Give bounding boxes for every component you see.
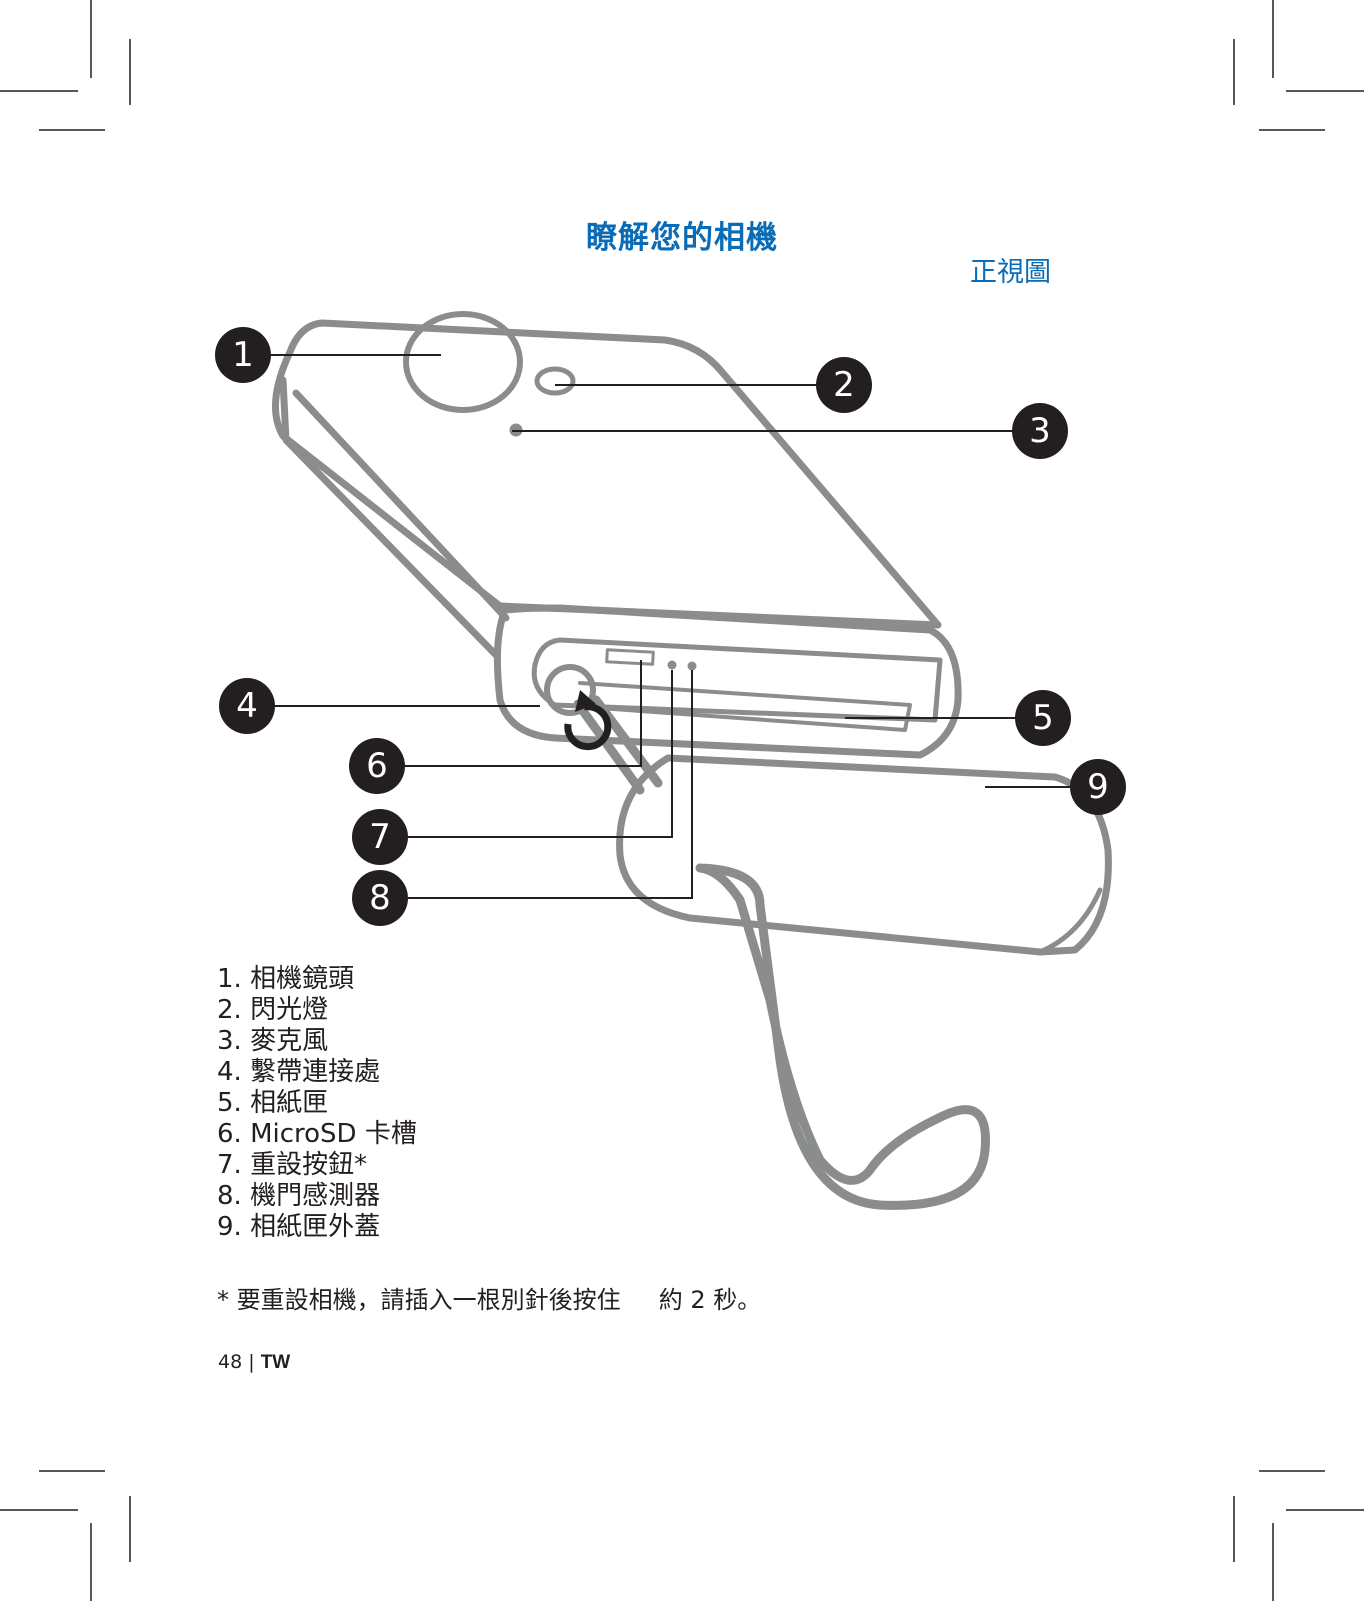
door-sensor-hole: [687, 661, 697, 671]
svg-text:7: 7: [369, 817, 391, 857]
callout-9: 9: [1070, 759, 1126, 815]
microsd-slot: [605, 648, 655, 666]
legend-item: 7. 重設按鈕*: [217, 1150, 368, 1180]
flash-ring: [534, 366, 576, 396]
reset-note: * 要重設相機，請插入一根別針後按住 約 2 秒。: [217, 1286, 762, 1314]
language-code: TW: [260, 1352, 291, 1373]
legend-item: 5. 相紙匣: [217, 1088, 329, 1118]
page-footer: 48 | TW: [218, 1351, 290, 1374]
camera-bottom-face: [493, 604, 962, 759]
lens-ring: [403, 311, 523, 413]
callout-1: 1: [215, 327, 271, 383]
reset-hole: [667, 660, 677, 670]
leader-8: [408, 670, 693, 899]
page-subtitle: 正視圖: [970, 257, 1051, 288]
svg-text:5: 5: [1032, 698, 1054, 738]
legend-item: 9. 相紙匣外蓋: [217, 1212, 381, 1242]
svg-text:1: 1: [232, 335, 254, 375]
callout-6: 6: [349, 738, 405, 794]
footer-separator: |: [248, 1351, 255, 1373]
strap-rotate-arrow-icon: [564, 690, 612, 751]
page-title: 瞭解您的相機: [586, 220, 778, 256]
camera-side-inner: [292, 389, 510, 622]
leader-7: [408, 670, 673, 838]
strap-loop: [695, 863, 990, 1210]
legend-item: 3. 麥克風: [217, 1026, 329, 1056]
legend-item: 8. 機門感測器: [217, 1181, 381, 1211]
svg-text:3: 3: [1029, 411, 1051, 451]
callout-2: 2: [816, 357, 872, 413]
svg-text:4: 4: [236, 686, 258, 726]
legend-item: 4. 繫帶連接處: [217, 1057, 381, 1087]
camera-body-outline: [271, 319, 942, 629]
svg-text:9: 9: [1087, 767, 1109, 807]
callout-3: 3: [1012, 403, 1068, 459]
callout-7: 7: [352, 809, 408, 865]
page-number: 48: [218, 1351, 243, 1373]
parts-legend: 1. 相機鏡頭 2. 閃光燈 3. 麥克風 4. 繫帶連接處 5. 相紙匣 6.…: [217, 964, 417, 1243]
svg-text:8: 8: [369, 878, 391, 918]
svg-text:6: 6: [366, 746, 388, 786]
legend-item: 2. 閃光燈: [217, 995, 329, 1025]
legend-item: 6. MicroSD 卡槽: [217, 1119, 417, 1149]
camera-side-edge: [279, 376, 500, 659]
strap-anchor-ring: [544, 664, 596, 716]
callout-4: 4: [219, 678, 275, 734]
callout-8: 8: [352, 870, 408, 926]
callout-5: 5: [1015, 690, 1071, 746]
legend-item: 1. 相機鏡頭: [217, 964, 355, 994]
svg-text:2: 2: [833, 365, 855, 405]
leader-6: [405, 660, 642, 767]
paper-cover-edge: [1037, 887, 1103, 955]
